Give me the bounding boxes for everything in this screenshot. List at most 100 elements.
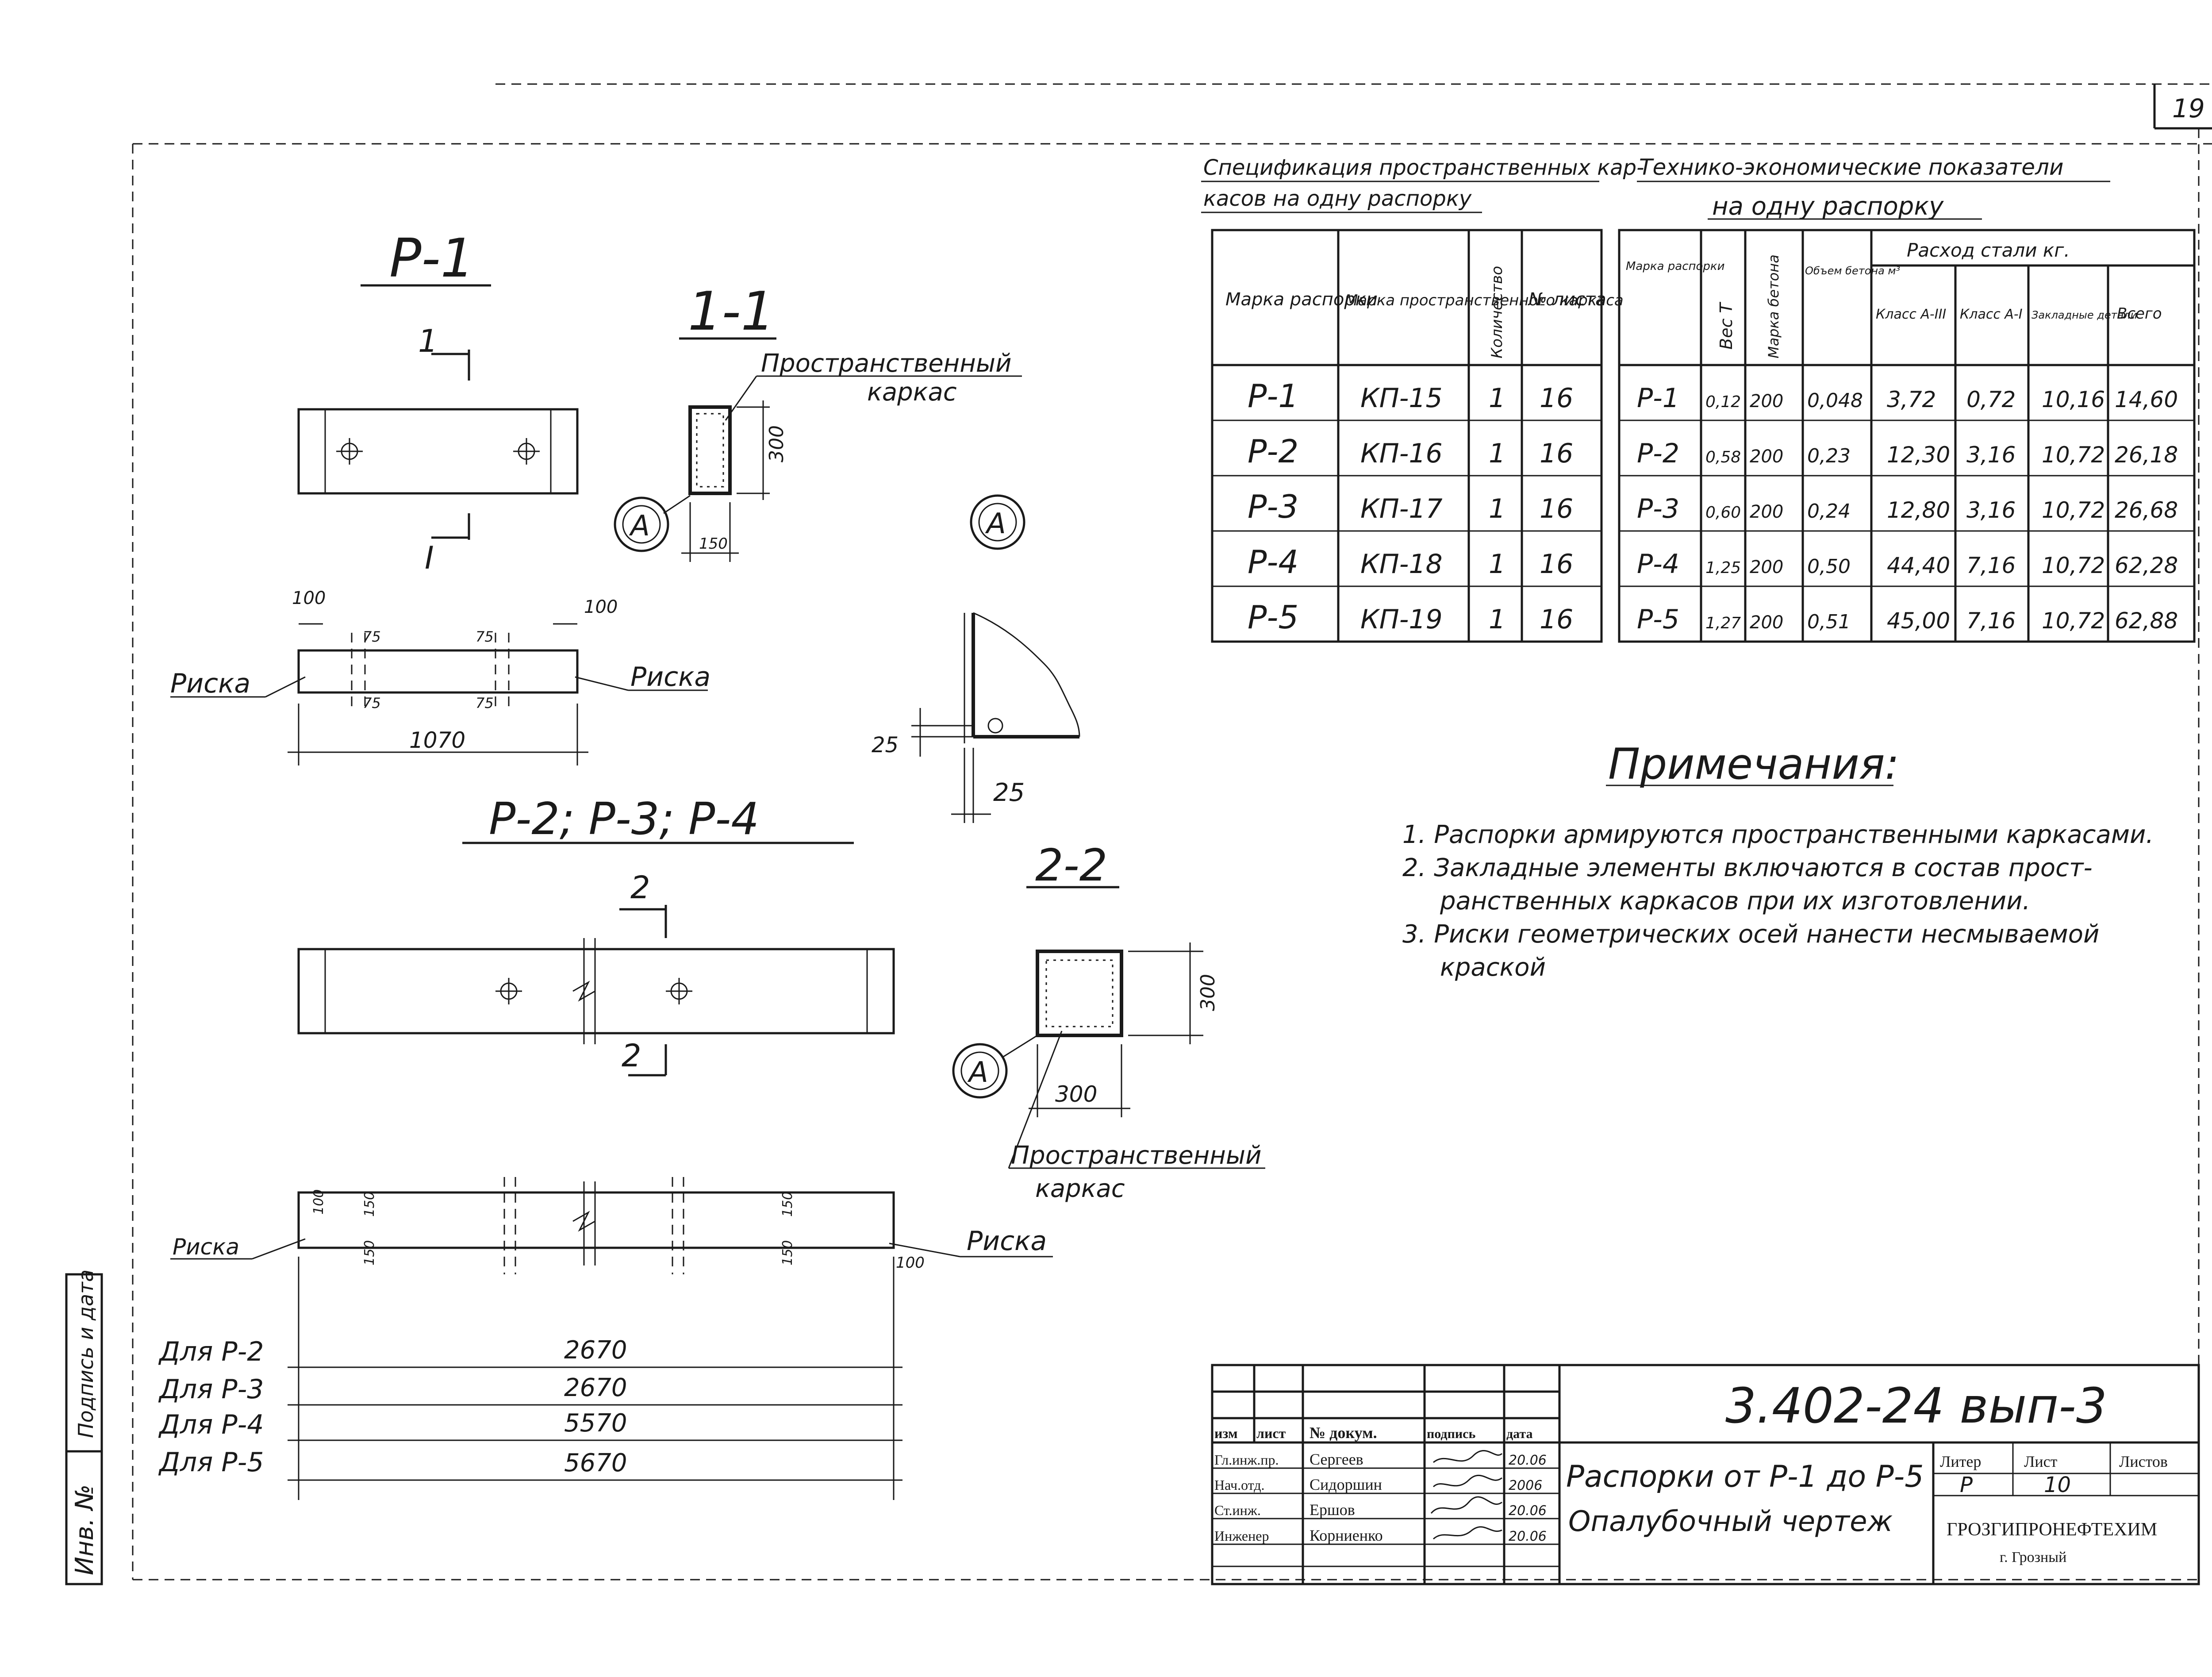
tech-r1-c6: 0,72 xyxy=(1966,387,2016,412)
tech-r3-c4: 0,24 xyxy=(1807,500,1851,523)
tb-date-4: 20.06 xyxy=(1509,1529,1547,1544)
tech-r3-c6: 3,16 xyxy=(1966,497,2016,523)
risk2-right-label: Риска xyxy=(967,1226,1047,1257)
risk-left-label: Риска xyxy=(170,668,250,699)
tb-name-line1: Распорки от Р-1 до Р-5 xyxy=(1566,1459,1924,1494)
dim-150-d: 150 xyxy=(780,1192,795,1217)
spec-header-sheet: № листа xyxy=(1528,289,1606,310)
tech-r2-c6: 3,16 xyxy=(1966,442,2016,468)
tech-header-volume: Объем бетона м³ xyxy=(1805,265,1900,277)
spec-r5-c1: Р-5 xyxy=(1248,599,1298,636)
p234-title: Р-2; Р-3; Р-4 xyxy=(489,793,759,845)
length-value-p3: 2670 xyxy=(564,1373,627,1402)
tb-org-1: ГРОЗГИПРОНЕФТЕХИМ xyxy=(1947,1519,2157,1540)
spec-table: Спецификация пространственных кар- касов… xyxy=(1201,155,1644,643)
tech-title-line1: Технико-экономические показатели xyxy=(1639,154,2063,180)
notes-title: Примечания: xyxy=(1608,739,1899,789)
length-value-p2: 2670 xyxy=(564,1336,627,1365)
note-2a: 2. Закладные элементы включаются в соста… xyxy=(1402,854,2093,882)
tb-sheet: 10 xyxy=(2044,1473,2071,1497)
stamp-inv: Инв. № xyxy=(70,1485,99,1575)
note-3b: краской xyxy=(1440,953,1546,982)
spec-r2-c4: 16 xyxy=(1540,438,1573,469)
p1-beam-plan xyxy=(297,408,579,495)
stamp-sign: Подпись и дата xyxy=(74,1269,98,1438)
tech-r3-c3: 200 xyxy=(1750,502,1783,522)
p1-title: Р-1 xyxy=(389,228,474,289)
section-11-marker-bottom: I xyxy=(425,540,434,576)
tech-r4-c5: 44,40 xyxy=(1887,553,1950,578)
sheet-number: 19 xyxy=(2172,93,2205,123)
length-value-p5: 5670 xyxy=(564,1449,627,1477)
tech-r5-c2: 1,27 xyxy=(1705,614,1741,632)
length-label-p3: Для Р-3 xyxy=(158,1374,264,1405)
spec-r4-c4: 16 xyxy=(1540,549,1573,580)
dim-75-b: 75 xyxy=(363,695,381,712)
spec-r5-c2: КП-19 xyxy=(1360,604,1443,635)
tb-header-rev: изм xyxy=(1214,1425,1238,1441)
spec-r1-c1: Р-1 xyxy=(1248,377,1298,415)
tb-code: 3.402-24 вып-3 xyxy=(1725,1377,2107,1434)
tech-r2-c2: 0,58 xyxy=(1705,448,1741,466)
spec-header-frame: Марка пространственного каркаса xyxy=(1345,292,1624,309)
tb-role-2: Нач.отд. xyxy=(1214,1477,1265,1493)
tb-role-4: Инженер xyxy=(1214,1528,1269,1544)
tb-header-doc: № докум. xyxy=(1310,1424,1377,1442)
tb-sheet-header: Лист xyxy=(2024,1453,2058,1470)
tech-r5-c1: Р-5 xyxy=(1637,604,1679,635)
spec-r4-c2: КП-18 xyxy=(1360,549,1443,580)
p234-beam-elevation xyxy=(297,1191,895,1249)
tech-r2-c1: Р-2 xyxy=(1637,438,1679,469)
tb-name-1: Сергеев xyxy=(1310,1450,1363,1468)
tb-role-3: Ст.инж. xyxy=(1214,1502,1261,1518)
tech-r3-c5: 12,80 xyxy=(1887,497,1950,523)
tech-title-line2: на одну распорку xyxy=(1712,192,1944,221)
dim-100-c: 100 xyxy=(896,1254,925,1272)
tech-r1-c8: 14,60 xyxy=(2115,387,2178,412)
tech-r4-c1: Р-4 xyxy=(1637,549,1679,580)
tech-r3-c1: Р-3 xyxy=(1637,493,1679,524)
spec-r3-c2: КП-17 xyxy=(1360,493,1443,524)
tb-date-1: 20.06 xyxy=(1509,1453,1547,1468)
dim-75-c: 75 xyxy=(476,628,494,645)
spec-r1-c4: 16 xyxy=(1540,383,1573,414)
tech-r1-c2: 0,12 xyxy=(1705,393,1741,411)
section-22-group: 2-2 300 300 А Пространственный каркас xyxy=(952,839,1265,1203)
length-label-p4: Для Р-4 xyxy=(158,1409,264,1440)
tech-header-total: Всего xyxy=(2117,305,2162,323)
sheet-frame xyxy=(132,83,2212,1581)
side-stamp: Инв. № Подпись и дата xyxy=(65,1269,103,1585)
tech-r5-c3: 200 xyxy=(1750,612,1783,633)
tb-name-line2: Опалубочный чертеж xyxy=(1568,1505,1893,1538)
tb-stage: Р xyxy=(1960,1473,1973,1497)
tb-name-2: Сидоршин xyxy=(1310,1476,1382,1493)
section-22-profile xyxy=(1036,950,1123,1037)
tb-header-date: дата xyxy=(1506,1427,1533,1441)
tech-r1-c4: 0,048 xyxy=(1807,389,1863,412)
length-value-p4: 5570 xyxy=(564,1409,627,1438)
dim-150-c: 150 xyxy=(362,1240,377,1265)
detail-a-marker-2: А xyxy=(985,508,1006,540)
tech-r1-c5: 3,72 xyxy=(1887,387,1936,412)
section-22-marker-top: 2 xyxy=(630,869,650,906)
spec-r3-c4: 16 xyxy=(1540,493,1573,524)
spec-r4-c3: 1 xyxy=(1489,549,1505,580)
spec-r2-c3: 1 xyxy=(1489,438,1505,469)
frame2-label-line1: Пространственный xyxy=(1011,1141,1262,1170)
tech-r2-c7: 10,72 xyxy=(2042,442,2105,468)
dim-100-right: 100 xyxy=(584,597,618,617)
tech-r4-c8: 62,28 xyxy=(2115,553,2178,578)
dim-75-d: 75 xyxy=(476,695,494,712)
length-label-p5: Для Р-5 xyxy=(158,1447,264,1478)
risk2-left-label: Риска xyxy=(173,1234,239,1260)
tech-r3-c8: 26,68 xyxy=(2115,497,2178,523)
spec-title-line1: Спецификация пространственных кар- xyxy=(1203,155,1644,180)
dim-150-b: 150 xyxy=(362,1192,377,1217)
spec-r1-c3: 1 xyxy=(1489,383,1505,414)
section-11-title: 1-1 xyxy=(688,281,775,342)
dim-100-left: 100 xyxy=(292,588,326,608)
dim-75-a: 75 xyxy=(363,628,381,645)
note-1: 1. Распорки армируются пространственными… xyxy=(1402,820,2154,849)
dim-1070: 1070 xyxy=(409,727,465,753)
